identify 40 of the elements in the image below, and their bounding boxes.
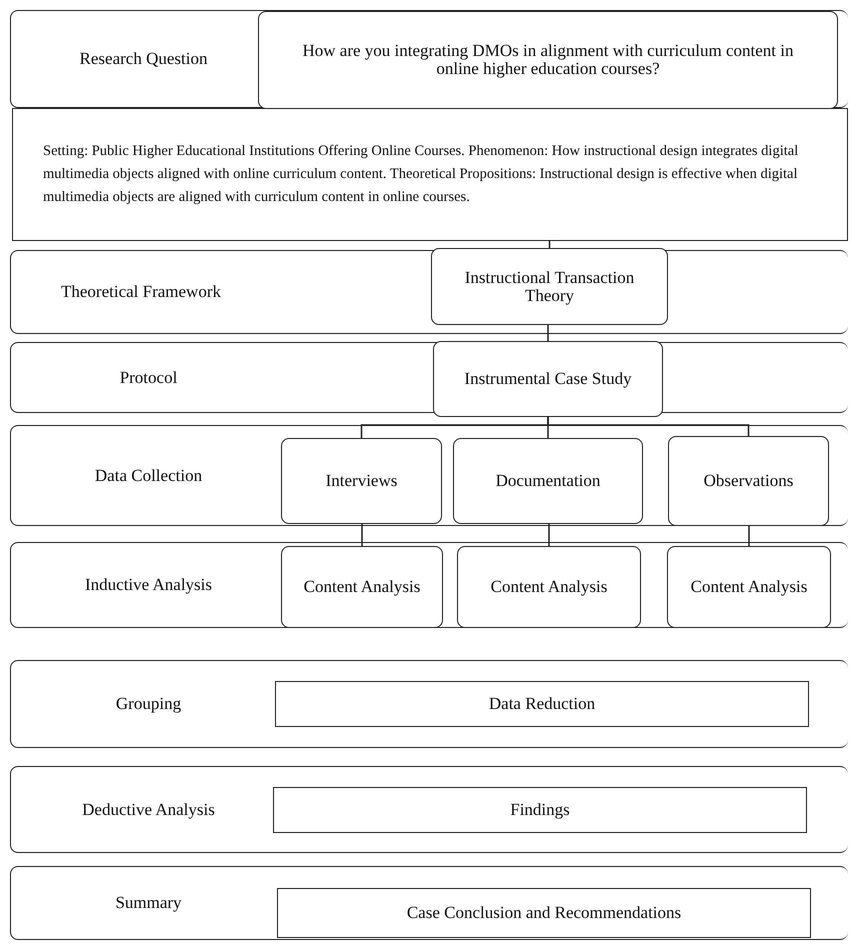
- stage-label: Protocol: [120, 368, 178, 386]
- process-box: [273, 787, 807, 833]
- process-box: [431, 248, 668, 325]
- box-label: Documentation: [496, 472, 600, 490]
- description-box: [12, 108, 848, 241]
- box-label: Content Analysis: [304, 578, 420, 596]
- stage-label: Inductive Analysis: [84, 576, 212, 594]
- connector-line: [748, 526, 750, 546]
- box-label: Interviews: [326, 472, 398, 490]
- stage-label: Summary: [115, 894, 182, 912]
- box-label: Data Reduction: [488, 695, 596, 713]
- box-label: Content Analysis: [490, 578, 608, 596]
- box-label: Content Analysis: [690, 578, 808, 596]
- connector-line: [547, 325, 549, 341]
- connector-line: [548, 524, 550, 546]
- stage-label: Data Collection: [94, 466, 202, 484]
- process-box: [258, 11, 838, 109]
- box-label: Instructional Transaction Theory: [464, 268, 636, 304]
- stage-label: Grouping: [116, 695, 182, 713]
- stage-label: Deductive Analysis: [82, 800, 215, 818]
- process-box: [667, 546, 831, 628]
- stage-label: Theoretical Framework: [60, 283, 221, 301]
- process-box: [457, 546, 641, 628]
- box-label: How are you integrating DMOs in alignment with curriculum content in online higher education courses?: [301, 42, 794, 78]
- box-label: Instrumental Case Study: [464, 370, 632, 388]
- process-box: [433, 341, 663, 417]
- box-label: Findings: [510, 801, 570, 819]
- process-box: [277, 888, 811, 938]
- connector-line: [547, 417, 750, 436]
- process-box: [668, 436, 829, 526]
- box-label: Observations: [704, 472, 794, 490]
- process-box: [281, 546, 443, 628]
- description-text: Setting: Public Higher Educational Institutions Offering Online Courses. Phenomenon: How instructional design integrates digital multimedia objects aligned with online curriculum content. Theoretical Propositions: Instructional design is effective when digital multimedia objects are aligned with curriculum content in online courses.: [43, 142, 800, 208]
- box-label: Case Conclusion and Recommendations: [406, 904, 682, 922]
- connector-line: [548, 241, 550, 248]
- connector-line: [361, 524, 363, 546]
- stage-label: Research Question: [80, 50, 208, 68]
- process-box: [281, 438, 442, 524]
- process-box: [453, 438, 643, 524]
- process-box: [275, 681, 809, 727]
